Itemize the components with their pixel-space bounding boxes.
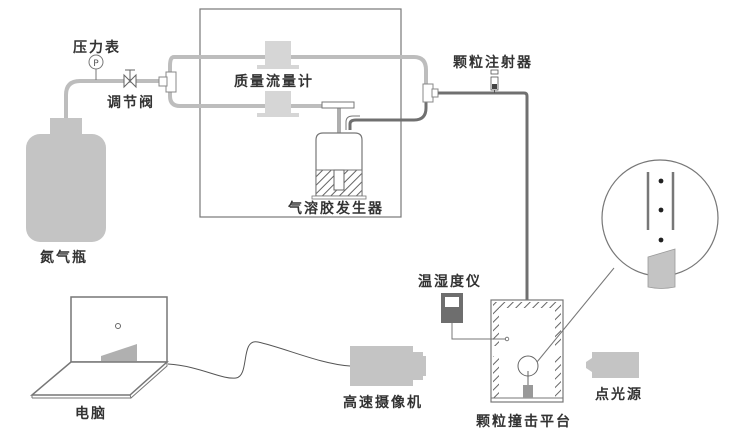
magnifier-connector	[536, 267, 615, 363]
label-high-speed-camera: 高速摄像机	[343, 395, 423, 411]
laptop-icon	[29, 296, 169, 399]
valve-icon	[123, 69, 137, 89]
thermo-hygrometer	[441, 293, 506, 340]
nitrogen-cylinder	[26, 118, 106, 242]
aerosol-pipe	[348, 100, 428, 130]
high-speed-camera	[350, 346, 426, 386]
label-particle-injector: 颗粒注射器	[453, 55, 533, 71]
label-computer: 电脑	[75, 406, 107, 422]
aerosol-generator	[311, 101, 367, 200]
syringe-icon	[490, 69, 499, 93]
upper-pipe-right	[400, 55, 428, 84]
label-mass-flow-meter: 质量流量计	[234, 74, 314, 90]
mass-flow-meter-lower	[257, 91, 299, 117]
impact-platform	[490, 299, 564, 403]
label-aerosol-generator: 气溶胶发生器	[288, 201, 384, 217]
magnified-view	[601, 159, 719, 289]
gauge-symbol: P	[93, 59, 99, 69]
mass-flow-meter-upper	[257, 41, 299, 69]
label-point-light: 点光源	[595, 387, 643, 403]
label-thermo-hygrometer: 温湿度仪	[418, 274, 482, 290]
label-pressure-gauge: 压力表	[73, 40, 121, 56]
label-valve: 调节阀	[107, 95, 155, 111]
gas-pipe	[64, 79, 160, 118]
point-light-source	[586, 352, 639, 378]
injection-pipe	[438, 91, 529, 380]
label-impact-platform: 颗粒撞击平台	[476, 414, 572, 430]
camera-cable	[167, 341, 351, 379]
label-nitrogen-cylinder: 氮气瓶	[40, 250, 88, 266]
zoom-region-small	[517, 355, 539, 377]
control-enclosure	[199, 8, 402, 218]
pressure-gauge-icon	[88, 54, 104, 80]
